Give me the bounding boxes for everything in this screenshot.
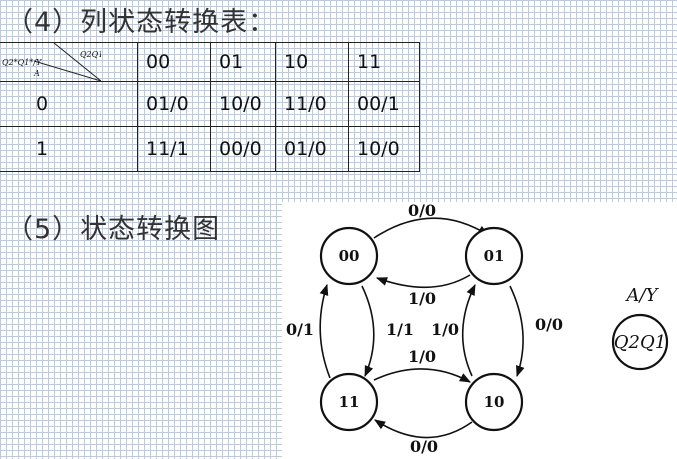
edge-label-01-00: 1/0 <box>408 289 436 308</box>
column-header: 00 <box>137 42 211 82</box>
table-cell: 01/0 <box>275 126 349 172</box>
edge-label-11-00: 0/1 <box>286 320 314 339</box>
column-header: 11 <box>348 42 420 82</box>
edge-label-10-01: 1/0 <box>431 320 459 339</box>
state-diagram: 00 01 11 10 0/0 1/0 0/1 1/1 1/0 0/0 1/0 … <box>286 202 669 456</box>
state-label-11: 11 <box>339 393 360 411</box>
edge-label-10-11: 0/0 <box>410 437 438 456</box>
table-row: 1 11/1 00/0 01/0 10/0 <box>0 126 420 172</box>
edge-01-to-10 <box>509 285 525 378</box>
state-transition-table: Q2Q1 Q2*Q1*/Y A 00 01 10 11 0 01/0 10/0 … <box>0 42 420 172</box>
edge-label-01-10: 0/0 <box>535 315 563 334</box>
state-label-00: 00 <box>339 247 360 265</box>
state-node-10 <box>464 372 524 432</box>
table-cell: 11/1 <box>137 126 211 172</box>
legend-node <box>611 313 669 371</box>
column-header: 01 <box>210 42 276 82</box>
row-label: 1 <box>0 126 138 172</box>
edge-00-to-01 <box>373 217 489 239</box>
state-node-00 <box>319 226 379 286</box>
state-node-01 <box>464 226 524 286</box>
section-5-heading: （5）状态转换图 <box>6 214 221 245</box>
corner-diagonal: Q2Q1 Q2*Q1*/Y A <box>2 43 101 81</box>
table-corner-cell: Q2Q1 Q2*Q1*/Y A <box>0 42 138 82</box>
edge-label-11-10: 1/0 <box>408 347 436 366</box>
legend-state-label: Q2Q1 <box>614 332 666 353</box>
corner-input-label: A <box>33 69 40 78</box>
state-node-11 <box>319 372 379 432</box>
column-header: 10 <box>275 42 349 82</box>
table-cell: 11/0 <box>275 81 349 127</box>
table-cell: 01/0 <box>137 81 211 127</box>
state-diagram-panel: 00 01 11 10 0/0 1/0 0/1 1/1 1/0 0/0 1/0 … <box>282 202 677 459</box>
edge-11-to-10 <box>373 368 471 383</box>
edge-10-to-01 <box>461 283 476 377</box>
edge-01-to-00 <box>375 274 471 289</box>
corner-next-state-label: Q2*Q1*/Y <box>2 58 42 67</box>
corner-q2q1-label: Q2Q1 <box>80 50 101 59</box>
legend-input-output-label: A/Y <box>625 285 660 306</box>
table-cell: 10/0 <box>348 126 420 172</box>
edge-label-00-11: 1/1 <box>386 320 414 339</box>
table-row: 0 01/0 10/0 11/0 00/1 <box>0 81 420 127</box>
row-label: 0 <box>0 81 138 127</box>
edge-00-to-11 <box>361 285 375 378</box>
edge-10-to-11 <box>374 419 473 439</box>
section-4-heading: （4）列状态转换表： <box>6 7 277 38</box>
table-header-row: Q2Q1 Q2*Q1*/Y A 00 01 10 11 <box>0 42 420 82</box>
state-label-01: 01 <box>484 247 505 265</box>
edge-11-to-00 <box>319 283 331 379</box>
table-cell: 10/0 <box>210 81 276 127</box>
state-label-10: 10 <box>484 393 505 411</box>
table-cell: 00/0 <box>210 126 276 172</box>
edge-label-00-01: 0/0 <box>408 202 436 220</box>
table-cell: 00/1 <box>348 81 420 127</box>
